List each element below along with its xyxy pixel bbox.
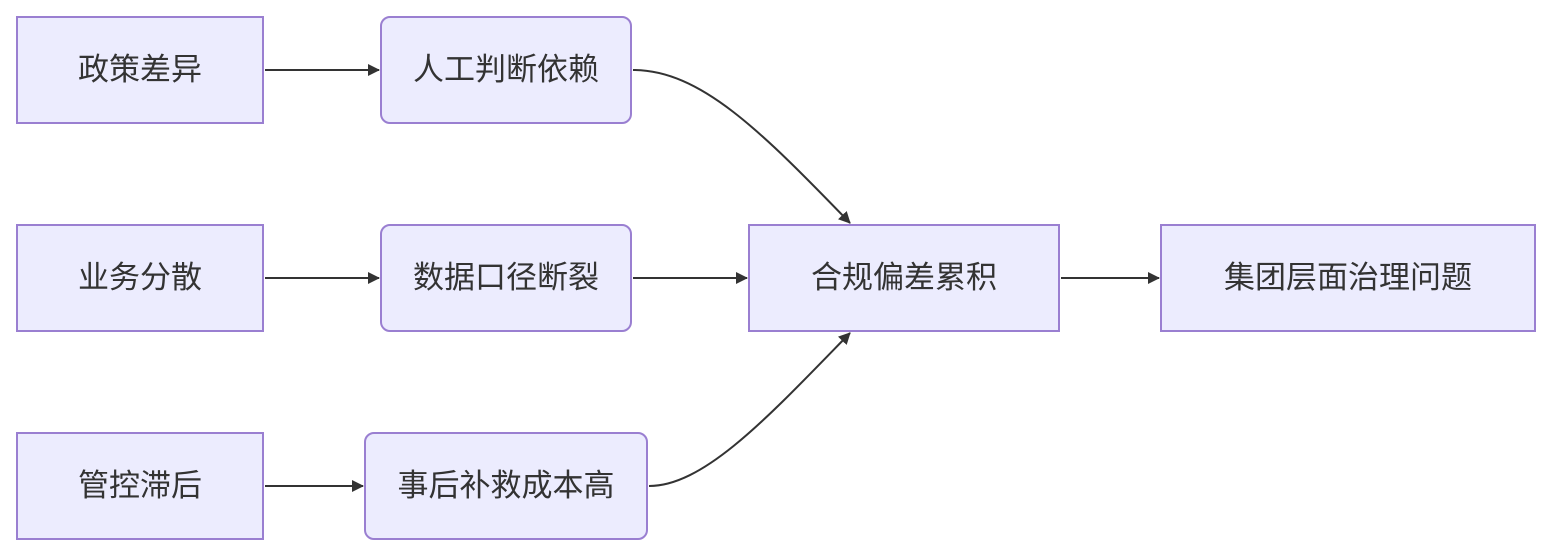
node-post-remedy: 事后补救成本高 bbox=[364, 432, 648, 540]
node-control-lag-label: 管控滞后 bbox=[78, 467, 202, 504]
node-business-dispersed-label: 业务分散 bbox=[78, 259, 202, 296]
node-manual-judgment: 人工判断依赖 bbox=[380, 16, 632, 124]
node-data-break-label: 数据口径断裂 bbox=[413, 259, 599, 296]
node-policy-diff: 政策差异 bbox=[16, 16, 264, 124]
node-control-lag: 管控滞后 bbox=[16, 432, 264, 540]
node-business-dispersed: 业务分散 bbox=[16, 224, 264, 332]
node-compliance-deviation: 合规偏差累积 bbox=[748, 224, 1060, 332]
node-policy-diff-label: 政策差异 bbox=[78, 51, 202, 88]
edge-post-remedy-to-compliance-deviation bbox=[648, 332, 851, 487]
node-post-remedy-label: 事后补救成本高 bbox=[397, 467, 615, 504]
edge-manual-judgment-to-compliance-deviation bbox=[632, 69, 851, 224]
node-group-governance-label: 集团层面治理问题 bbox=[1224, 259, 1472, 296]
node-group-governance: 集团层面治理问题 bbox=[1160, 224, 1536, 332]
node-compliance-deviation-label: 合规偏差累积 bbox=[811, 259, 997, 296]
node-data-break: 数据口径断裂 bbox=[380, 224, 632, 332]
node-manual-judgment-label: 人工判断依赖 bbox=[413, 51, 599, 88]
